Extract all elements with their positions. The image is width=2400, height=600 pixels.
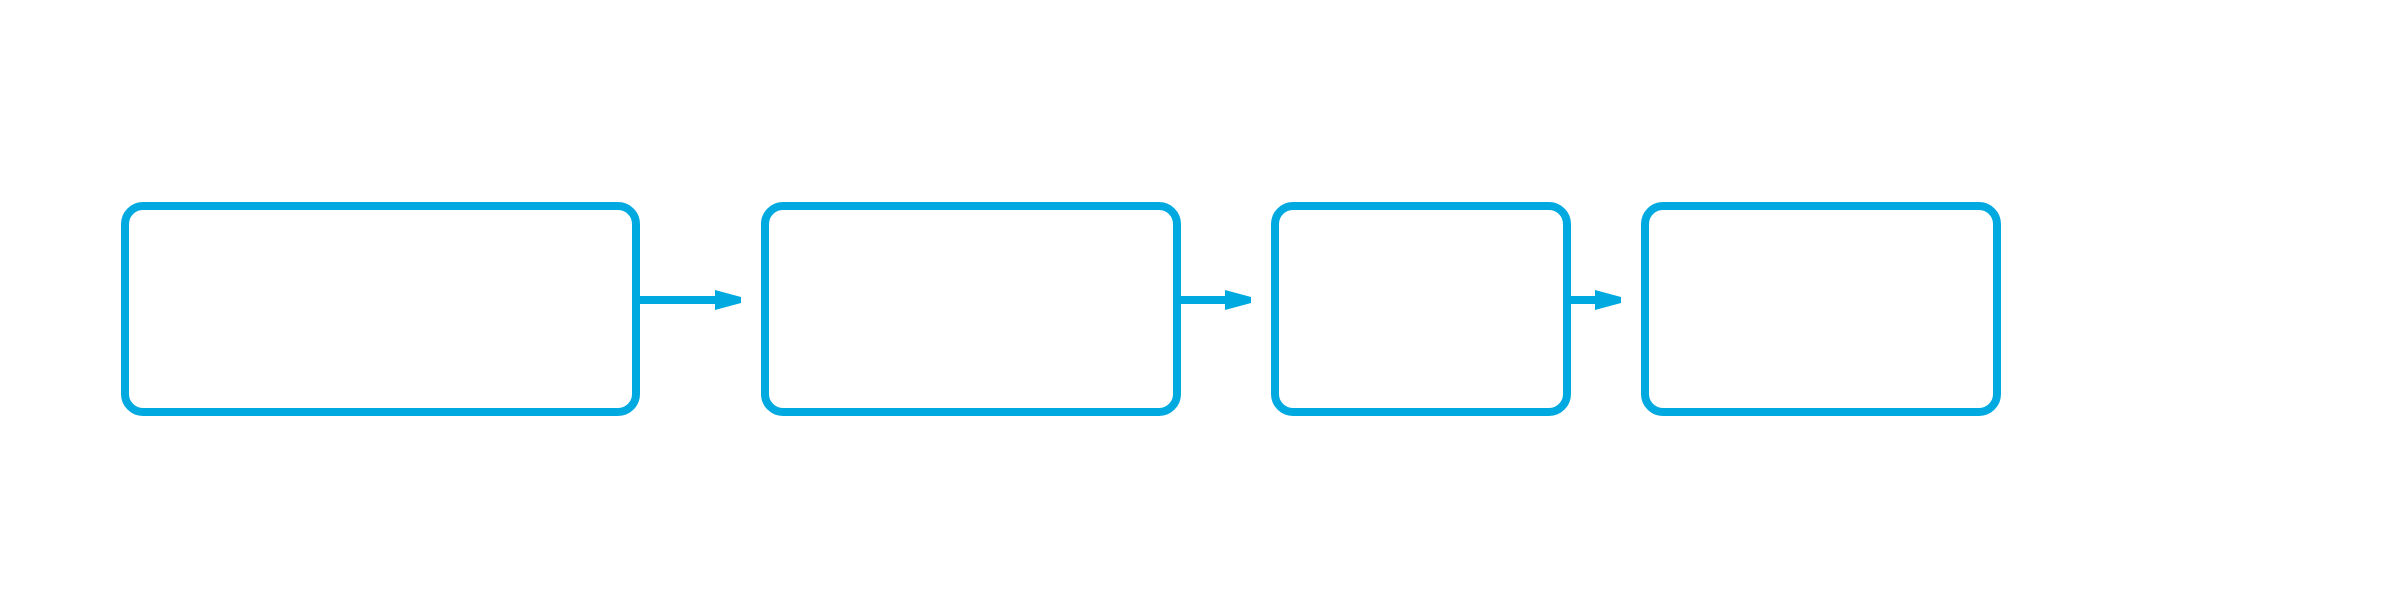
arrow-head-icon (715, 290, 741, 310)
flow-arrow-3 (1567, 290, 1621, 310)
node-box (761, 202, 1181, 416)
flow-arrow-1 (636, 290, 741, 310)
edges (636, 290, 1621, 310)
arrow-head-icon (1225, 290, 1251, 310)
node-box (1271, 202, 1571, 416)
flow-node-3 (1271, 202, 1571, 416)
node-box (121, 202, 640, 416)
flow-node-4 (1641, 202, 2001, 416)
nodes (121, 202, 2001, 416)
arrow-head-icon (1595, 290, 1621, 310)
node-box (1641, 202, 2001, 416)
flow-arrow-2 (1177, 290, 1251, 310)
flow-node-1 (121, 202, 640, 416)
flow-node-2 (761, 202, 1181, 416)
